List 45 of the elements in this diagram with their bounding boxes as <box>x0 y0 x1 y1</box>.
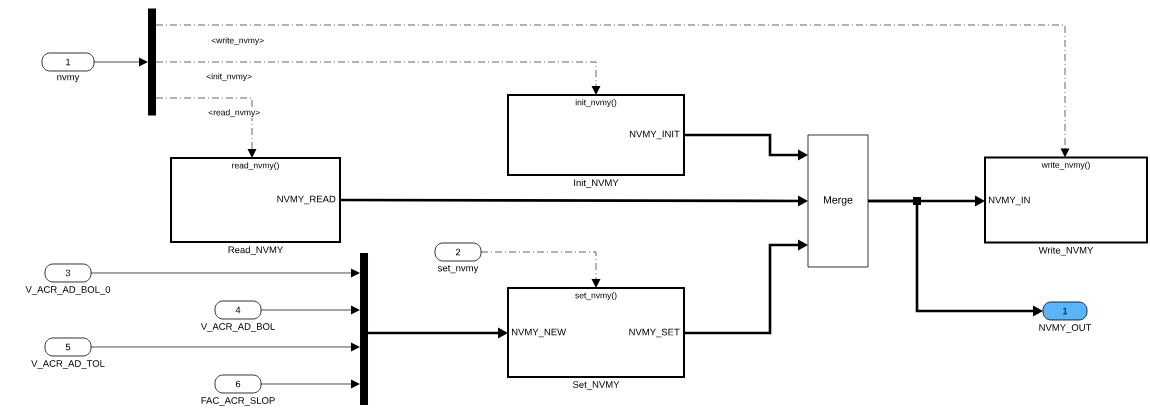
function-name: read_nvmy() <box>232 162 279 171</box>
block-name: Init_NVMY <box>574 179 619 188</box>
port-pill: 1 <box>41 52 95 72</box>
merge-block: Merge <box>807 134 869 268</box>
block-name: Read_NVMY <box>228 246 283 255</box>
port-pill: 6 <box>214 374 262 394</box>
function-name: write_nvmy() <box>1041 161 1090 170</box>
arrow <box>480 251 601 288</box>
block-name: FAC_ACR_SLOP <box>201 397 275 406</box>
block-name: V_ACR_AD_BOL <box>200 323 275 332</box>
block-name: Write_NVMY <box>1038 246 1094 256</box>
arrow <box>868 199 1043 317</box>
port-pill: 5 <box>44 337 92 357</box>
arrow <box>340 195 808 207</box>
port-pill: 2 <box>434 242 482 262</box>
block-name: Set_NVMY <box>572 381 620 390</box>
port-pill: 4 <box>214 300 262 320</box>
block-name: V_ACR_AD_BOL_0 <box>25 286 111 295</box>
arrow <box>155 97 257 158</box>
arrow <box>684 239 808 335</box>
arrow <box>260 305 360 315</box>
block-name: V_ACR_AD_TOL <box>31 360 105 369</box>
port-name: NVMY_IN <box>989 196 1030 206</box>
port-name: NVMY_INIT <box>629 130 680 140</box>
function-name: init_nvmy() <box>575 99 617 108</box>
arrow <box>368 327 508 339</box>
arrow <box>90 342 360 352</box>
block-name: set_nvmy <box>437 265 479 274</box>
edge-label: <write_nvmy> <box>210 36 266 47</box>
port-name: NVMY_SET <box>629 328 680 338</box>
port-pill: 1 <box>1042 301 1088 321</box>
port-name: NVMY_READ <box>277 195 336 205</box>
arrow <box>155 24 1070 158</box>
function-name: set_nvmy() <box>575 292 617 301</box>
edge-label: <read_nvmy> <box>207 108 262 119</box>
arrow <box>155 61 601 95</box>
arrow <box>684 133 808 161</box>
block-name: NVMY_OUT <box>1039 324 1092 333</box>
port-name: NVMY_NEW <box>512 328 567 338</box>
arrow <box>90 268 360 278</box>
edge-label: <init_nvmy> <box>205 72 254 83</box>
port-pill: 3 <box>44 263 92 283</box>
block-name: nvmy <box>57 75 80 83</box>
arrow <box>260 379 360 389</box>
arrow <box>93 57 148 67</box>
